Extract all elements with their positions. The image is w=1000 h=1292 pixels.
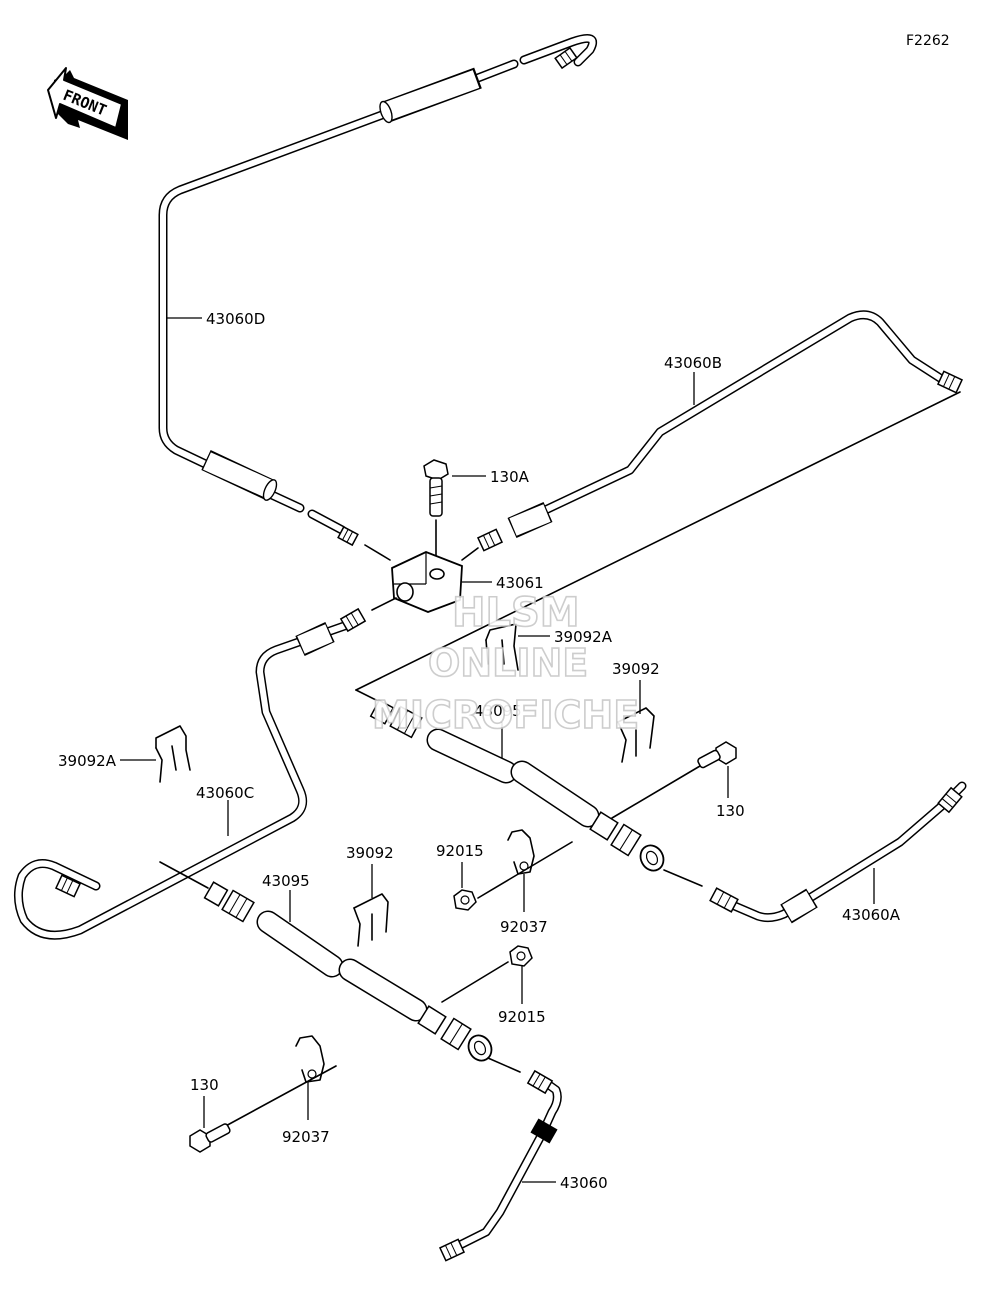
watermark-line-2: ONLINE (428, 641, 588, 685)
clip-39092a-left (155, 725, 191, 783)
connection-line-43060b (461, 547, 479, 561)
watermark-line-3: MICROFICHE (372, 693, 639, 737)
label-92037-upper: 92037 (500, 918, 548, 936)
label-130-lower: 130 (190, 1076, 219, 1094)
label-92037-lower: 92037 (282, 1128, 330, 1146)
connection-line-43060c (371, 597, 397, 611)
clip-39092-upper (617, 707, 655, 763)
brake-hose-43095-upper (355, 391, 961, 872)
label-43060b: 43060B (664, 354, 722, 372)
nut-92015-lower (509, 945, 533, 967)
label-43061: 43061 (496, 574, 544, 592)
bolt-130-right (697, 741, 737, 769)
brake-pipe-43060d (158, 33, 598, 547)
nut-92015-upper (453, 889, 477, 911)
brake-pipe-43060a (663, 781, 967, 924)
label-43095-upper: 43095 (474, 702, 522, 720)
brake-pipe-43060 (438, 1057, 562, 1262)
clip-39092a-upper (485, 623, 519, 671)
label-39092-lower: 39092 (346, 844, 394, 862)
label-92015-lower: 92015 (498, 1008, 546, 1026)
brake-hose-43095-lower (159, 861, 493, 1062)
label-39092a-upper: 39092A (554, 628, 613, 646)
label-43060a: 43060A (842, 906, 901, 924)
nut-axis-line-lower (441, 961, 509, 1003)
brake-pipe-43060c (14, 607, 367, 940)
bolt-axis-line-right (611, 765, 701, 819)
label-43095-lower: 43095 (262, 872, 310, 890)
connection-line-43060d (364, 544, 391, 561)
clip-39092-lower (353, 893, 389, 947)
label-130-right: 130 (716, 802, 745, 820)
label-130a: 130A (490, 468, 530, 486)
watermark-line-1: HLSM (452, 590, 580, 636)
assembly-line-upper (355, 391, 961, 691)
clamp-axis-line-upper (477, 841, 573, 899)
brake-pipe-43060b (476, 310, 964, 552)
bolt-130a (423, 459, 449, 517)
bolt-130-lower (189, 1123, 231, 1153)
label-43060c: 43060C (196, 784, 254, 802)
junction-block-43061 (391, 551, 463, 613)
clamp-axis-line-lower (221, 1065, 337, 1129)
label-39092a-left: 39092A (58, 752, 117, 770)
label-43060d: 43060D (206, 310, 265, 328)
label-39092-upper: 39092 (612, 660, 660, 678)
front-direction-arrow: FRONT (47, 67, 128, 140)
watermark: HLSM ONLINE MICROFICHE (371, 589, 640, 738)
label-43060: 43060 (560, 1174, 608, 1192)
diagram-reference-code: F2262 (906, 33, 950, 49)
label-92015-upper: 92015 (436, 842, 484, 860)
